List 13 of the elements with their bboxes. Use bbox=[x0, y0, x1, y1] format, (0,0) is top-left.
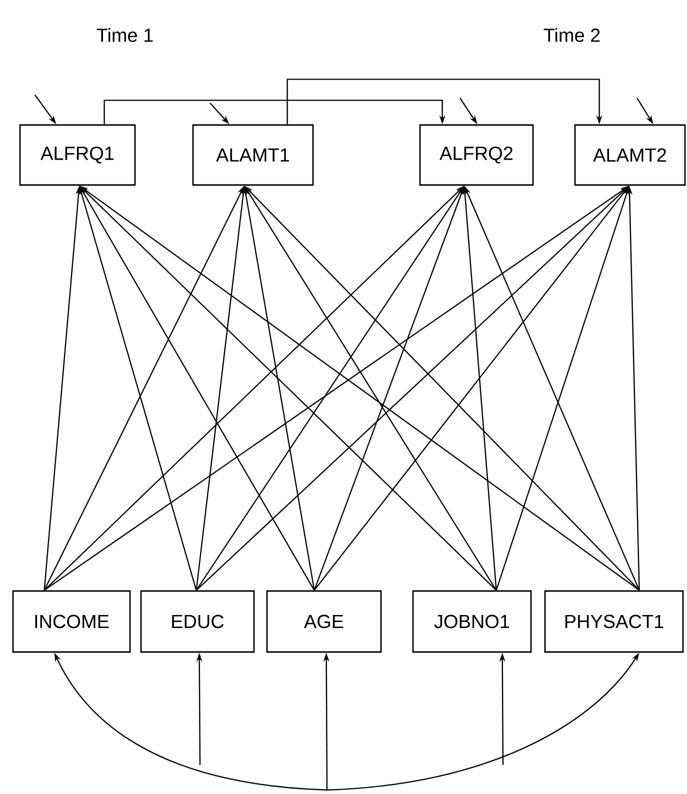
variable-box: ALAMT1 bbox=[192, 124, 314, 186]
variable-box: ALAMT2 bbox=[574, 124, 686, 186]
variable-box: PHYSACT1 bbox=[544, 590, 684, 653]
variable-box: ALFRQ2 bbox=[419, 124, 534, 186]
variable-box: JOBNO1 bbox=[412, 590, 532, 653]
variable-box: EDUC bbox=[140, 590, 255, 653]
time-label: Time 2 bbox=[544, 28, 600, 42]
variable-box: INCOME bbox=[12, 590, 131, 653]
arrow bbox=[286, 78, 602, 124]
time-label: Time 1 bbox=[96, 28, 153, 42]
variable-box: AGE bbox=[266, 590, 382, 653]
arrow bbox=[104, 100, 446, 124]
variable-box: ALFRQ1 bbox=[19, 124, 136, 186]
